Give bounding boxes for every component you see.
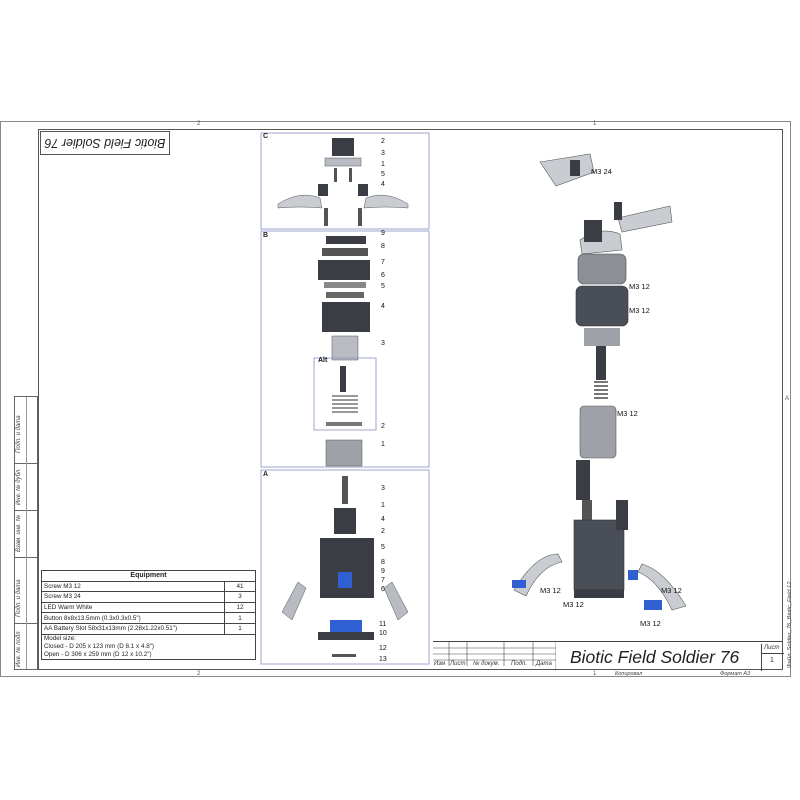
stamp-label: Инв. № дубл. — [16, 468, 22, 505]
part-number: 2 — [381, 528, 385, 535]
part-number: 13 — [379, 656, 387, 663]
side-stamp: Подп. и дата Инв. № дубл. Взам. инв. № П… — [14, 396, 38, 670]
exploded-view-panel — [260, 132, 430, 666]
part-number: 1 — [381, 502, 385, 509]
stamp-label: Подп. и дата — [16, 579, 22, 617]
screw-callout: M3 12 — [629, 306, 650, 315]
reversed-title: Biotic Field Soldier 76 — [40, 131, 170, 155]
sheet-number: 1 — [770, 657, 774, 664]
screw-callout: M3 12 — [563, 600, 584, 609]
assembled-view-drawing — [512, 153, 687, 611]
part-number: 10 — [379, 630, 387, 637]
format-label: Формат A3 — [720, 671, 751, 677]
screw-callout: M3 12 — [629, 282, 650, 291]
part-number: 6 — [381, 272, 385, 279]
zone-marker-bottom-right: 1 — [593, 671, 597, 677]
part-number: 5 — [381, 544, 385, 551]
sheet-cell: Лист 1 — [761, 644, 784, 671]
assembled-view-panel — [500, 150, 700, 640]
screw-callout: M3 12 — [617, 409, 638, 418]
copied-label: Копировал — [615, 671, 643, 677]
screw-callout: M3 12 — [640, 619, 661, 628]
zone-marker-top-right: 1 — [593, 121, 597, 127]
titleblock-col: Дата — [536, 661, 552, 667]
part-number: 11 — [379, 621, 387, 628]
part-number: 5 — [381, 283, 385, 290]
alt-label: Alt — [318, 357, 328, 364]
title-block: Изм Лист № докум. Подп. Дата Biotic Fiel… — [433, 641, 784, 671]
equipment-header: Equipment — [41, 570, 256, 582]
part-number: 3 — [381, 340, 385, 347]
part-number: 1 — [381, 161, 385, 168]
part-number: 3 — [381, 485, 385, 492]
part-number: 6 — [381, 586, 385, 593]
part-number: 12 — [379, 645, 387, 652]
part-number: 3 — [381, 150, 385, 157]
table-row: AA Battery Slot 58x31x13mm (2.28x1.22x0.… — [41, 622, 256, 635]
part-number: 2 — [381, 423, 385, 430]
table-row: Button 8x8x13.5mm (0.3x0.3x0.5")1 — [41, 612, 256, 624]
part-number: 8 — [381, 243, 385, 250]
part-number: 8 — [381, 559, 385, 566]
screw-callout: M3 24 — [591, 167, 612, 176]
drawing-title: Biotic Field Soldier 76 — [570, 647, 740, 667]
part-number: 9 — [381, 568, 385, 575]
stamp-label: Инв. № подл. — [16, 629, 22, 667]
model-size-row: Model size: Closed - D 205 x 123 mm (D 8… — [41, 633, 256, 660]
zone-marker-top-left: 2 — [197, 121, 201, 127]
stamp-label: Взам. инв. № — [16, 514, 22, 552]
zone-marker-right: A — [785, 396, 790, 402]
part-number: 4 — [381, 303, 385, 310]
titleblock-col: № докум. — [473, 661, 500, 667]
part-number: 7 — [381, 259, 385, 266]
zone-marker-bottom-left: 2 — [197, 671, 201, 677]
screw-callout: M3 12 — [661, 586, 682, 595]
revision-grid: Изм Лист № докум. Подп. Дата — [433, 642, 557, 671]
part-number: 1 — [381, 441, 385, 448]
drawing-frame — [38, 129, 783, 670]
titleblock-col: Подп. — [511, 661, 527, 667]
part-number: 2 — [381, 138, 385, 145]
titleblock-col: Лист — [450, 661, 466, 667]
part-number: 7 — [381, 577, 385, 584]
part-number: 4 — [381, 181, 385, 188]
part-number: 5 — [381, 171, 385, 178]
section-label-b: B — [263, 232, 269, 239]
section-label-c: C — [263, 133, 269, 140]
sheet-label: Лист — [764, 645, 780, 651]
part-number: 9 — [381, 230, 385, 237]
part-number: 4 — [381, 516, 385, 523]
drawing-sheet — [0, 121, 791, 677]
exploded-view-drawing — [260, 132, 430, 665]
screw-callout: M3 12 — [540, 586, 561, 595]
file-name: Файл: Soldier_76_Biotic_Field 12 — [787, 581, 793, 668]
titleblock-col: Изм — [434, 661, 446, 667]
section-label-a: A — [263, 471, 269, 478]
stamp-label: Подп. и дата — [16, 415, 22, 453]
